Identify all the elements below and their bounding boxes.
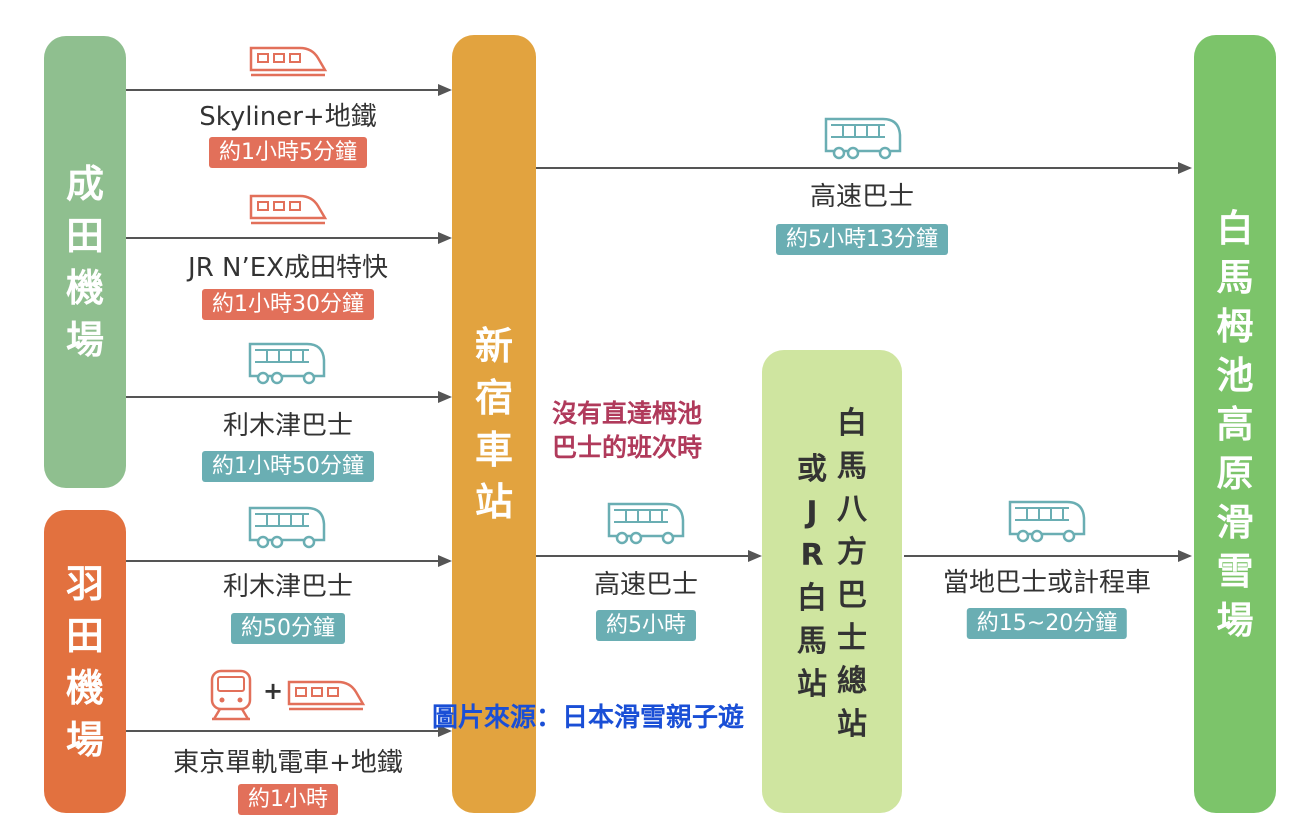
- vertical-glyph: 場: [65, 318, 104, 362]
- no-direct-bus-note: 沒有直達栂池 巴士的班次時: [552, 397, 702, 465]
- vertical-glyph: 宿: [474, 376, 513, 420]
- route-label-skyliner: Skyliner+地鐵: [199, 102, 377, 132]
- vertical-glyph: R: [800, 538, 824, 573]
- vertical-glyph: J: [806, 495, 818, 530]
- vertical-glyph: 車: [474, 428, 513, 472]
- vertical-glyph: 池: [1216, 353, 1254, 397]
- haneda-airport-label: 羽田機場: [66, 558, 104, 766]
- route-label-local-bus-taxi: 當地巴士或計程車: [942, 568, 1152, 598]
- vertical-glyph: 站: [474, 480, 513, 524]
- happo-bus-terminal-label: 白馬八方巴士總站: [837, 402, 867, 746]
- vertical-glyph: 白: [837, 406, 867, 441]
- narita-airport-label: 成田機場: [66, 158, 104, 366]
- duration-badge-shinjuku-direct: 約5小時13分鐘: [776, 224, 948, 255]
- duration-badge-shinjuku-happo: 約5小時: [596, 610, 696, 641]
- note-line-1: 沒有直達栂池: [552, 399, 703, 428]
- vertical-glyph: 馬: [797, 624, 827, 659]
- duration-badge-nex: 約1小時30分鐘: [202, 289, 374, 320]
- vertical-glyph: 機: [65, 665, 104, 710]
- bus-icon: [248, 506, 326, 549]
- haneda-airport-block: 羽田機場: [44, 510, 126, 813]
- bus-icon: [1008, 500, 1086, 543]
- vertical-glyph: 高: [1216, 402, 1254, 446]
- image-source-watermark: 圖片來源：日本滑雪親子遊: [432, 703, 745, 733]
- shinjuku-station-block: 新宿車站: [452, 35, 536, 813]
- route-label-monorail: 東京單軌電車+地鐵: [173, 748, 403, 778]
- vertical-glyph: 站: [797, 667, 827, 702]
- duration-badge-narita-limousine: 約1小時50分鐘: [202, 451, 374, 482]
- route-label-nex: JR N’EX成田特快: [188, 253, 388, 283]
- vertical-glyph: 新: [474, 324, 513, 368]
- vertical-glyph: 場: [65, 717, 104, 762]
- vertical-glyph: 羽: [65, 561, 104, 606]
- vertical-glyph: 總: [837, 664, 867, 699]
- route-label-narita-limousine: 利木津巴士: [222, 411, 354, 441]
- vertical-glyph: 馬: [837, 449, 867, 484]
- vertical-glyph: 成: [65, 162, 104, 206]
- vertical-glyph: 八: [837, 492, 867, 527]
- duration-badge-skyliner: 約1小時5分鐘: [209, 137, 367, 168]
- shinjuku-station-label: 新宿車站: [475, 320, 513, 528]
- train-icon: [249, 194, 328, 225]
- note-line-2: 巴士的班次時: [552, 433, 703, 462]
- vertical-glyph: 士: [837, 621, 867, 656]
- duration-badge-haneda-limousine: 約50分鐘: [231, 613, 345, 644]
- vertical-glyph: 巴: [837, 578, 867, 613]
- vertical-glyph: 場: [1216, 598, 1254, 642]
- tsugaike-resort-block: 白馬栂池高原滑雪場: [1194, 35, 1276, 813]
- vertical-glyph: 機: [65, 266, 104, 310]
- vertical-glyph: 馬: [1216, 255, 1254, 299]
- vertical-glyph: 白: [1216, 206, 1254, 250]
- vertical-glyph: 滑: [1216, 500, 1254, 544]
- monorail-icon: [210, 669, 252, 721]
- vertical-glyph: 田: [65, 214, 104, 258]
- route-label-shinjuku-direct: 高速巴士: [809, 182, 915, 212]
- vertical-glyph: 田: [65, 613, 104, 658]
- vertical-glyph: 方: [837, 535, 867, 570]
- route-label-haneda-limousine: 利木津巴士: [222, 572, 354, 602]
- train-icon: [287, 680, 366, 711]
- tsugaike-resort-label: 白馬栂池高原滑雪場: [1217, 204, 1254, 645]
- train-icon: [249, 46, 328, 77]
- narita-airport-block: 成田機場: [44, 36, 126, 488]
- bus-icon: [824, 117, 902, 160]
- vertical-glyph: 原: [1216, 451, 1254, 495]
- vertical-glyph: 雪: [1216, 549, 1254, 593]
- vertical-glyph: 白: [797, 581, 827, 616]
- duration-badge-local-bus-taxi: 約15~20分鐘: [966, 608, 1128, 639]
- bus-icon: [248, 342, 326, 385]
- duration-badge-monorail: 約1小時: [238, 784, 338, 815]
- route-label-shinjuku-happo: 高速巴士: [593, 570, 699, 600]
- plus-sign: +: [263, 677, 284, 705]
- bus-icon: [607, 502, 685, 545]
- vertical-glyph: 栂: [1216, 304, 1254, 348]
- vertical-glyph: 站: [837, 707, 867, 742]
